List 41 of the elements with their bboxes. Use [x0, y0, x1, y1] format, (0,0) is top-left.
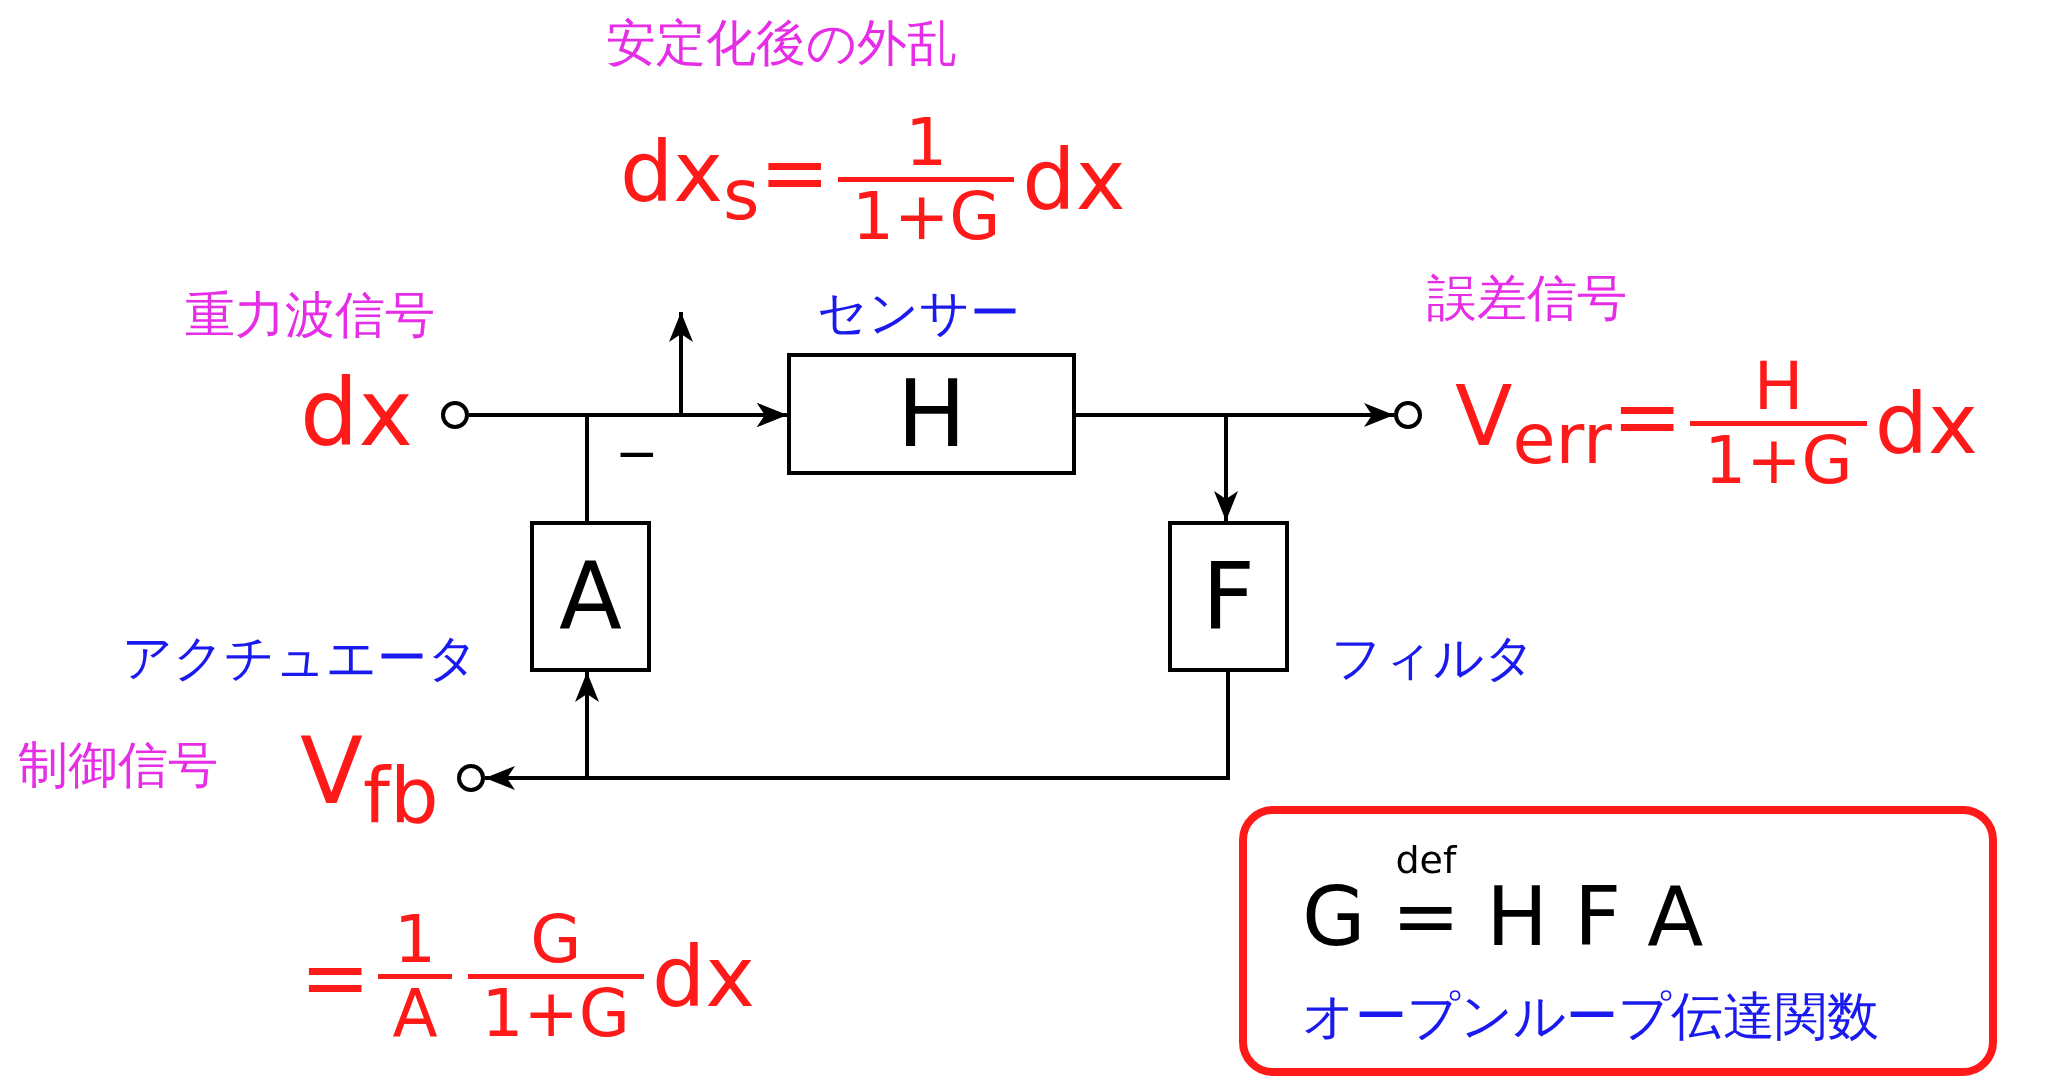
equation-text: dx$_{s}$= [620, 123, 830, 237]
block-symbol: A [559, 543, 622, 650]
signal-name: 制御信号 [18, 735, 218, 796]
signal-name: 重力波信号 [185, 285, 435, 346]
block-symbol: F [1202, 543, 1255, 650]
equation-text: dx [652, 927, 755, 1026]
fraction-numerator: 1 [392, 905, 437, 975]
feedback-terminal [457, 764, 485, 792]
fraction-numerator: G [529, 905, 583, 975]
block-caption: アクチュエータ [122, 628, 478, 689]
caption-text: 安定化後の外乱 [606, 13, 957, 74]
equation-text: = [300, 927, 371, 1026]
fraction-numerator: H [1752, 352, 1805, 422]
fraction-denominator: A [391, 979, 439, 1049]
sensor-block [787, 353, 1076, 475]
definition-panel [1239, 806, 1997, 1076]
fraction-numerator: 1 [904, 108, 949, 178]
arrow [575, 672, 1230, 780]
signal-symbol: V$_{fb}$ [300, 718, 439, 841]
equation-text: dx [1022, 130, 1126, 229]
formula-text: H F A [1486, 869, 1704, 964]
fraction-denominator: 1+G [850, 182, 1002, 252]
filter-block [1168, 521, 1289, 672]
block-caption: フィルタ [1331, 628, 1535, 689]
signal-name: 誤差信号 [1427, 268, 1627, 329]
block-symbol: H [896, 360, 967, 468]
caption-text: オープンループ伝達関数 [1302, 985, 1879, 1048]
arrow [585, 403, 787, 521]
formula-text: G [1302, 869, 1366, 964]
fraction-denominator: 1+G [480, 979, 631, 1049]
arrow [1076, 413, 1238, 521]
definition-mark: def [1395, 840, 1457, 879]
output-terminal [1394, 401, 1422, 429]
equals-sign: = [1391, 878, 1461, 953]
equation-text: V$_{err}$= [1455, 367, 1683, 481]
fraction-denominator: 1+G [1703, 426, 1854, 496]
block-caption: センサー [817, 283, 1020, 344]
actuator-block [530, 521, 651, 672]
signal-symbol: dx [300, 360, 413, 467]
equation-text: dx [1874, 374, 1978, 473]
input-terminal [441, 401, 469, 429]
